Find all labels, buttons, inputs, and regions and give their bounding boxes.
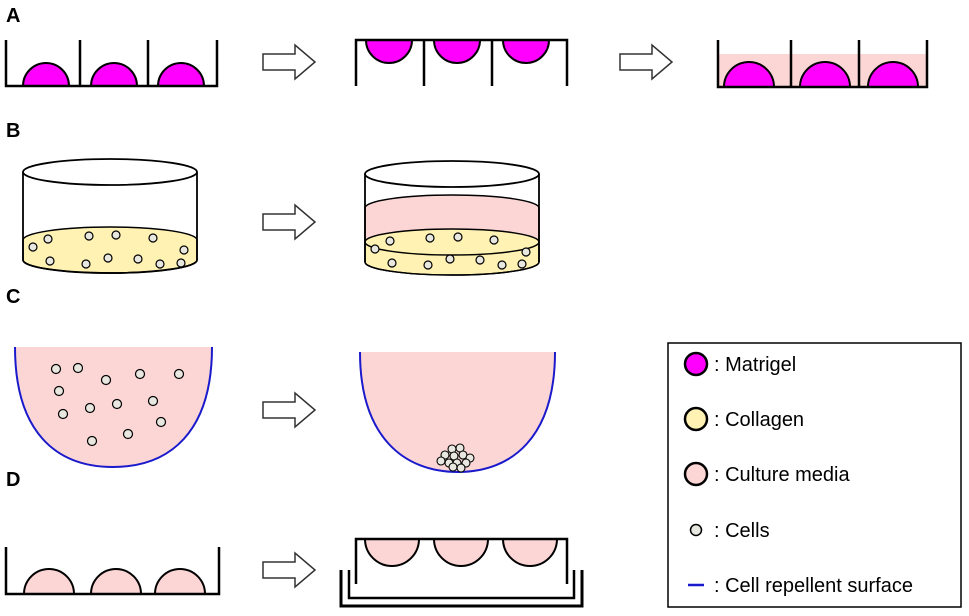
well-plate-outline bbox=[4, 547, 221, 596]
matrigel-dome bbox=[501, 39, 551, 64]
panel-label-c: C bbox=[6, 286, 20, 308]
hanging-drop bbox=[501, 538, 559, 567]
matrigel-dome bbox=[156, 62, 206, 87]
matrigel-dome bbox=[21, 62, 71, 87]
panel-label-d: D bbox=[6, 469, 20, 491]
panel-label-b: B bbox=[6, 120, 20, 142]
outer-tray bbox=[339, 570, 584, 608]
cells-group bbox=[28, 230, 189, 269]
panel-d-arrow bbox=[262, 552, 316, 588]
well-plate-outline bbox=[354, 38, 569, 86]
panel-d-step-2-hanging-drop bbox=[339, 537, 584, 608]
matrigel-dome bbox=[89, 62, 139, 87]
matrigel-dome bbox=[866, 61, 920, 88]
panel-a-step-2-inverted-plate bbox=[354, 38, 569, 86]
legend-box bbox=[667, 342, 962, 608]
well-plate-outline bbox=[716, 40, 929, 89]
matrigel-dome bbox=[722, 61, 776, 88]
legend: : Matrigel : Collagen : Culture media : … bbox=[667, 342, 962, 608]
panel-d-step-1-plate bbox=[4, 547, 221, 596]
inverted-plate-lid bbox=[354, 537, 569, 584]
panel-a-arrow-1 bbox=[262, 44, 316, 80]
culture-media-swatch-icon bbox=[683, 461, 709, 487]
legend-label-cell-repellent-surface: : Cell repellent surface bbox=[714, 575, 913, 597]
panel-c-step-1-u-well bbox=[14, 346, 213, 469]
collagen-layer bbox=[22, 226, 198, 274]
panel-b-step-1-dish-collagen bbox=[22, 158, 198, 274]
hanging-drop bbox=[432, 538, 490, 567]
cell-repellent-surface bbox=[359, 351, 556, 474]
dish-base bbox=[22, 259, 198, 274]
panel-b-step-2-dish-with-media bbox=[364, 160, 540, 276]
matrigel-swatch-icon bbox=[683, 351, 709, 377]
well-plate-outline bbox=[4, 40, 219, 88]
culture-media-drop bbox=[153, 568, 207, 595]
panel-a-arrow-2 bbox=[619, 44, 673, 80]
panel-a-step-1-plate bbox=[4, 40, 219, 88]
legend-label-collagen: : Collagen bbox=[714, 409, 804, 431]
culture-media-fill bbox=[360, 352, 555, 472]
cell-swatch-icon bbox=[689, 523, 703, 537]
culture-media-drop bbox=[22, 568, 76, 595]
matrigel-dome bbox=[364, 39, 414, 64]
panel-b-arrow bbox=[262, 204, 316, 240]
spheroid-cell-cluster bbox=[436, 443, 475, 473]
dish-rim bbox=[22, 158, 198, 186]
legend-label-cells: : Cells bbox=[714, 520, 770, 542]
dish-rim bbox=[364, 160, 540, 188]
hanging-drop bbox=[363, 538, 421, 567]
cell-repellent-surface bbox=[14, 346, 213, 469]
culture-media-drop bbox=[89, 568, 143, 595]
panel-c-arrow bbox=[262, 392, 316, 428]
panel-c-step-2-u-well-spheroid bbox=[359, 351, 556, 474]
matrigel-dome bbox=[798, 61, 852, 88]
matrigel-dome bbox=[432, 39, 482, 64]
legend-label-matrigel: : Matrigel bbox=[714, 354, 796, 376]
legend-label-culture-media: : Culture media bbox=[714, 464, 850, 486]
panel-a-step-3-plate-with-media bbox=[716, 40, 929, 89]
cells-group bbox=[50, 362, 185, 447]
collagen-swatch-icon bbox=[683, 406, 709, 432]
panel-label-a: A bbox=[6, 5, 20, 27]
inner-tray bbox=[347, 570, 576, 600]
cells-group bbox=[370, 232, 531, 270]
